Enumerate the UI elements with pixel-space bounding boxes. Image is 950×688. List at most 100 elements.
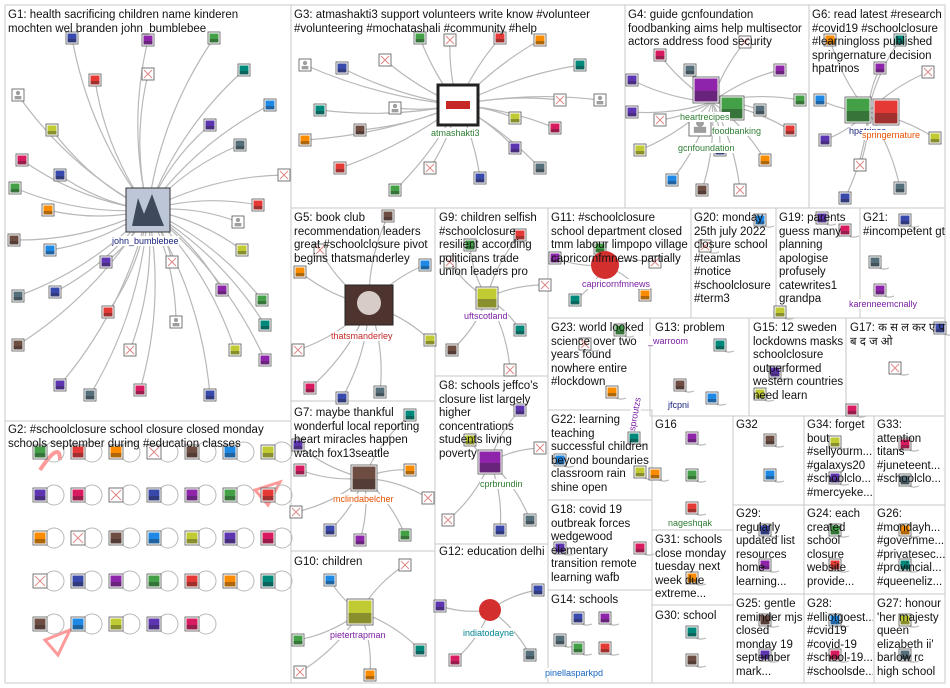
node-photo	[293, 440, 303, 450]
node-photo	[760, 656, 770, 660]
node-photo	[570, 295, 580, 305]
node-photo	[687, 579, 697, 583]
node-photo	[846, 98, 870, 122]
node-photo	[103, 313, 113, 317]
group-label-g24: G24: each created school closure website…	[807, 508, 861, 588]
node-photo	[685, 71, 695, 75]
node-photo	[335, 163, 345, 173]
node-label-indiatodayne[interactable]: indiatodayne	[463, 628, 515, 638]
node-photo	[337, 393, 347, 403]
node-photo	[295, 465, 305, 475]
node-photo	[627, 113, 637, 117]
node-photo	[607, 393, 617, 397]
node-photo	[10, 189, 20, 193]
node-photo	[262, 453, 274, 458]
node-photo	[186, 453, 198, 458]
node-photo	[352, 479, 376, 490]
group-label-g6: G6: read latest #research #covid19 #scho…	[812, 9, 942, 75]
node-placeholder-cross	[535, 443, 545, 453]
node-photo	[186, 496, 198, 501]
node-photo	[262, 496, 274, 501]
node-label-thatsmanderley[interactable]: thatsmanderley	[331, 331, 393, 341]
node-label-foodbanking[interactable]: foodbanking	[712, 126, 762, 136]
node-photo	[687, 573, 697, 583]
node-photo	[390, 191, 400, 195]
node-label-cprbrundin[interactable]: cprbrundin	[480, 479, 523, 489]
node-photo	[900, 215, 910, 225]
group-label-g29: G29: regularly updated list resources ho…	[736, 508, 795, 588]
node-label-warroom[interactable]: _warroom	[648, 336, 689, 346]
node-photo	[186, 532, 198, 544]
node-photo	[900, 560, 910, 570]
node-label-atmashakti3[interactable]: atmashakti3	[431, 128, 480, 138]
node-placeholder-cross	[445, 257, 455, 267]
node-photo	[830, 560, 840, 570]
node-photo	[900, 475, 910, 485]
node-photo	[629, 433, 639, 443]
node-label-karenneemcnally[interactable]: karenneemcnally	[849, 299, 918, 309]
node-photo	[840, 193, 850, 203]
node-photo	[110, 453, 122, 458]
node-photo	[795, 95, 805, 105]
node-photo	[205, 396, 215, 400]
node-photo	[510, 143, 520, 153]
node-photo	[510, 113, 520, 123]
node-photo	[555, 461, 565, 465]
node-photo	[900, 531, 910, 535]
node-photo	[45, 245, 55, 255]
group-label-g20: G20: monday 25th july 2022 closure schoo…	[694, 212, 771, 305]
node-photo	[383, 211, 393, 221]
node-photo	[535, 169, 545, 173]
node-photo	[260, 361, 270, 365]
node-label-john-bumblebee[interactable]: john_bumblebee	[112, 236, 179, 246]
node-photo	[655, 56, 665, 60]
node-label-springernature[interactable]: springernature	[862, 130, 921, 140]
group-label-g12: G12: education delhi	[439, 546, 545, 558]
node-label-uftscotland[interactable]: uftscotland	[464, 311, 508, 321]
node-photo	[687, 627, 697, 637]
node-photo	[935, 323, 945, 333]
group-label-g22: G22: learning teaching successful childr…	[551, 414, 649, 494]
group-label-g32: G32	[736, 419, 758, 431]
node-photo	[830, 615, 840, 625]
node-label-pietertrapman[interactable]: pietertrapman	[330, 630, 386, 640]
node-photo	[550, 123, 560, 133]
node-photo	[34, 539, 46, 544]
node-photo	[400, 530, 410, 540]
node-photo	[72, 453, 84, 458]
node-placeholder-cross	[700, 241, 710, 251]
node-photo	[257, 295, 267, 305]
node-photo	[85, 396, 95, 400]
node-photo	[555, 641, 565, 645]
node-label-capricornfmnews[interactable]: capricornfmnews	[582, 279, 651, 289]
node-photo	[535, 35, 545, 45]
node-photo	[900, 525, 910, 535]
node-photo	[615, 331, 625, 335]
node-photo	[425, 341, 435, 345]
node-label-heartrecipes[interactable]: heartrecipes	[680, 112, 730, 122]
node-label-pinellasparkpd[interactable]: pinellasparkpd	[545, 668, 604, 678]
node-photo	[874, 100, 898, 124]
node-photo	[760, 566, 770, 570]
node-label-jfcpni[interactable]: jfcpni	[668, 400, 690, 410]
node-label-nageshqak[interactable]: nageshqak	[668, 518, 713, 528]
group-label-g17: G17: क स ल कर ए प ब द ज ओ	[850, 322, 945, 348]
node-photo	[34, 489, 46, 501]
node-photo	[760, 161, 770, 165]
node-label-mclindabelcher[interactable]: mclindabelcher	[333, 494, 394, 504]
node-photo	[687, 503, 697, 513]
node-photo	[635, 151, 645, 155]
node-photo	[253, 206, 263, 210]
node-photo	[930, 133, 940, 143]
node-photo	[760, 650, 770, 660]
node-photo	[55, 170, 65, 180]
node-photo	[820, 135, 830, 145]
node-photo	[352, 466, 376, 490]
node-photo	[186, 539, 198, 544]
node-label-gcnfoundation[interactable]: gcnfoundation	[678, 143, 735, 153]
node-photo	[305, 383, 315, 393]
node-photo	[110, 532, 122, 544]
node-photo	[293, 635, 303, 645]
node-photo	[847, 405, 857, 415]
